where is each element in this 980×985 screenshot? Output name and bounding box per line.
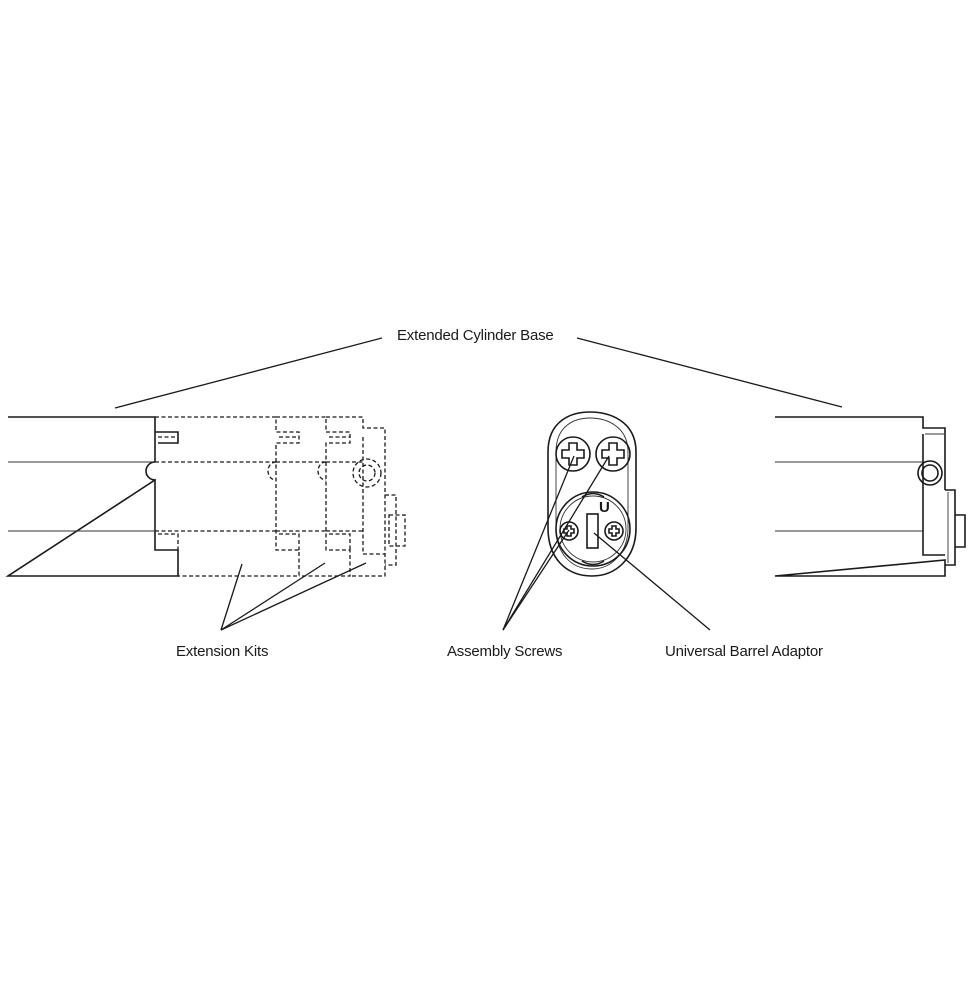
end-view: U [502, 411, 711, 631]
extension-kit-2 [276, 416, 351, 577]
leader-line-barrel-adaptor [593, 532, 711, 631]
assembly-screw-left [555, 436, 591, 472]
leader-lines-extension-kits [220, 562, 367, 631]
right-cylinder-view [774, 416, 966, 577]
leader-lines-assembly-screws [502, 455, 610, 631]
assembly-screw-right [595, 436, 631, 472]
cylinder-base-solid [5, 416, 179, 577]
label-extended-cylinder-base: Extended Cylinder Base [397, 327, 554, 344]
adaptor-u-mark: U [599, 499, 610, 516]
universal-barrel-adaptor: U [555, 491, 631, 567]
label-universal-barrel-adaptor: Universal Barrel Adaptor [665, 643, 823, 660]
left-cylinder-view [5, 416, 406, 631]
label-extension-kits: Extension Kits [176, 643, 269, 660]
leader-lines-cylinder-base [114, 337, 843, 409]
extension-kit-1 [155, 416, 300, 577]
housing-outline [547, 411, 637, 577]
label-assembly-screws: Assembly Screws [447, 643, 563, 660]
extension-kit-3 [326, 416, 406, 577]
